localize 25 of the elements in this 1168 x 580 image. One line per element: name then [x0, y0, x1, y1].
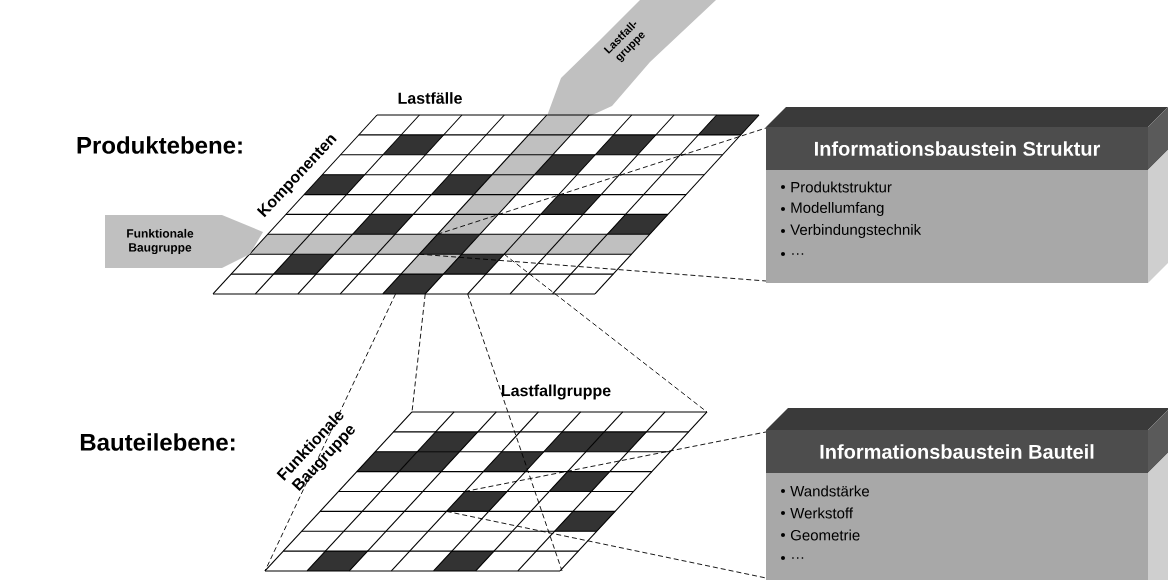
projection-line: [464, 431, 767, 492]
projection-line: [411, 293, 426, 413]
grid-drawing: [264, 411, 708, 572]
list-item: Geometrie: [790, 529, 860, 541]
projection-line: [503, 253, 708, 413]
projection-line: [436, 127, 767, 235]
projection-line: [467, 293, 563, 572]
info-box: [766, 408, 1168, 580]
projection-line: [418, 253, 767, 282]
list-item: Werkstoff: [790, 507, 854, 519]
list-item: Produktstruktur: [791, 181, 892, 193]
list-item: …: [792, 557, 804, 559]
pointer-tag: Funktionale Baugruppe: [105, 215, 263, 268]
level-heading: Produktebene:: [77, 136, 242, 154]
info-box: [766, 107, 1168, 283]
box-heading: Informationsbaustein Bauteil: [820, 444, 1094, 459]
list-item: Modellumfang: [791, 202, 884, 216]
axis-label: Lastfallgruppe: [501, 384, 611, 400]
level-heading: Bauteilebene:: [80, 433, 235, 451]
list-item: Wandstärke: [790, 485, 869, 497]
projection-line: [264, 293, 396, 572]
projection-line: [446, 510, 767, 579]
list-item: …: [792, 253, 804, 255]
list-item: Verbindungstechnik: [790, 224, 922, 238]
box-heading: Informationsbaustein Struktur: [815, 141, 1101, 156]
